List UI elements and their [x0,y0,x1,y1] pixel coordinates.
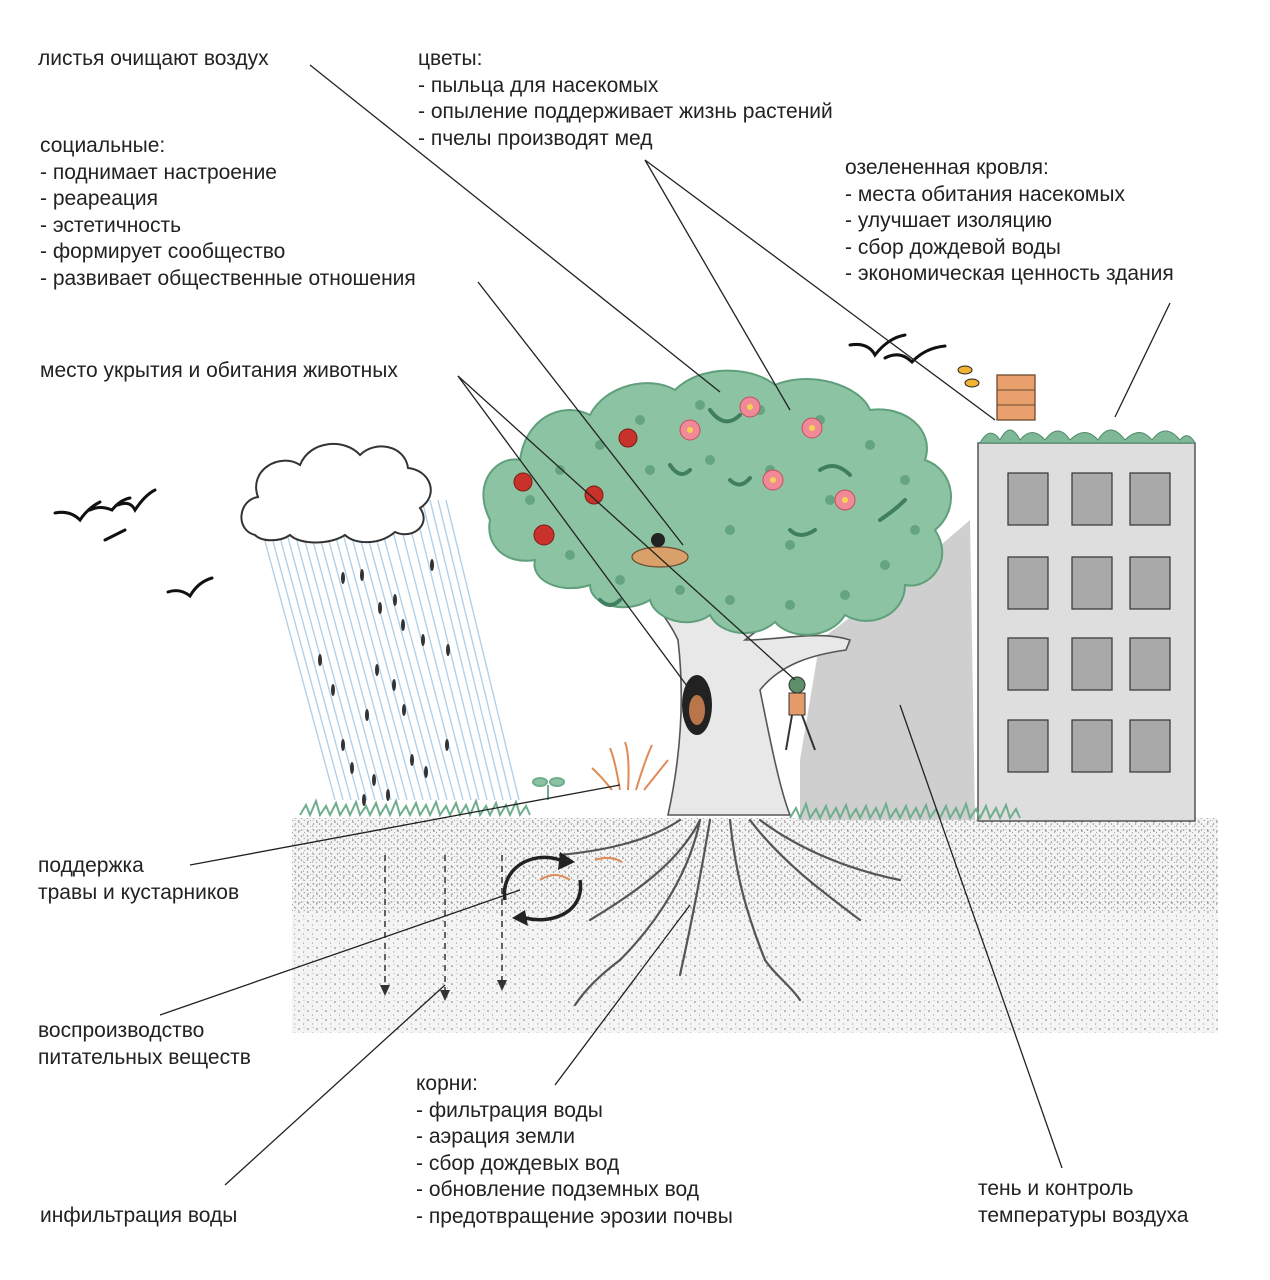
nutrient-cycle [502,855,583,922]
label-line: - развивает общественные отношения [40,266,416,290]
label-line: - сбор дождевых вод [416,1151,620,1175]
roots [558,818,902,1007]
grass-right [789,801,1021,821]
label-line: - аэрация земли [416,1125,576,1148]
grass [299,798,531,818]
label-line: - реареация [40,187,159,210]
label-line: - фильтрация воды [416,1098,603,1122]
label-line: питательных веществ [38,1045,251,1069]
label-line: воспроизводство [38,1019,205,1042]
label-line: - опыление поддерживает жизнь растений [418,100,833,123]
owl-in-hollow [689,695,705,725]
label-line: тень и контроль [978,1177,1134,1200]
label-line: температуры воздуха [978,1203,1189,1227]
tree-shadow [800,520,975,820]
label-line: корни: [416,1072,478,1095]
label-shade: тень и контроль температуры воздуха [978,1176,1188,1229]
soil [292,818,1218,1033]
label-line: - обновление подземных вод [416,1178,700,1201]
label-line: - эстетичность [40,213,182,237]
label-line: место укрытия и обитания животных [40,359,398,382]
label-line: социальные: [40,134,166,157]
label-green-roof: озелененная кровля: - места обитания нас… [845,155,1174,288]
shrub [591,741,669,791]
seedling [532,777,565,800]
cloud [240,442,432,544]
tree-canopy [482,369,952,636]
label-line: инфильтрация воды [40,1204,238,1227]
label-nutrients: воспроизводство питательных веществ [38,1018,251,1071]
label-line: - поднимает настроение [40,160,277,184]
infiltration-arrows [384,855,503,995]
label-grass-support: поддержка травы и кустарников [38,853,239,906]
label-infiltration: инфильтрация воды [40,1203,237,1230]
label-line: - формирует сообщество [40,240,286,263]
label-line: цветы: [418,47,483,70]
child-on-branch [785,676,816,751]
label-line: - улучшает изоляцию [845,209,1052,232]
birds [53,333,947,599]
label-line: - пчелы производят мед [418,126,653,150]
label-line: озелененная кровля: [845,156,1049,179]
label-line: - сбор дождевой воды [845,235,1061,259]
label-social: социальные: - поднимает настроение - реа… [40,133,416,292]
leader-lines [159,64,1171,1186]
label-flowers: цветы: - пыльца для насекомых - опыление… [418,46,833,152]
label-line: поддержка [38,854,144,877]
building [977,374,1196,822]
label-line: травы и кустарников [38,880,240,904]
label-line: - экономическая ценность здания [845,262,1174,285]
label-line: листья очищают воздух [38,47,269,70]
raindrops [318,559,450,806]
label-line: - предотвращение эрозии почвы [416,1204,733,1228]
label-shelter: место укрытия и обитания животных [40,358,398,385]
rain [261,499,520,801]
label-line: - пыльца для насекомых [418,73,659,97]
label-line: - места обитания насекомых [845,182,1125,206]
label-leaves: листья очищают воздух [38,46,269,73]
label-roots: корни: - фильтрация воды - аэрация земли… [416,1071,733,1230]
